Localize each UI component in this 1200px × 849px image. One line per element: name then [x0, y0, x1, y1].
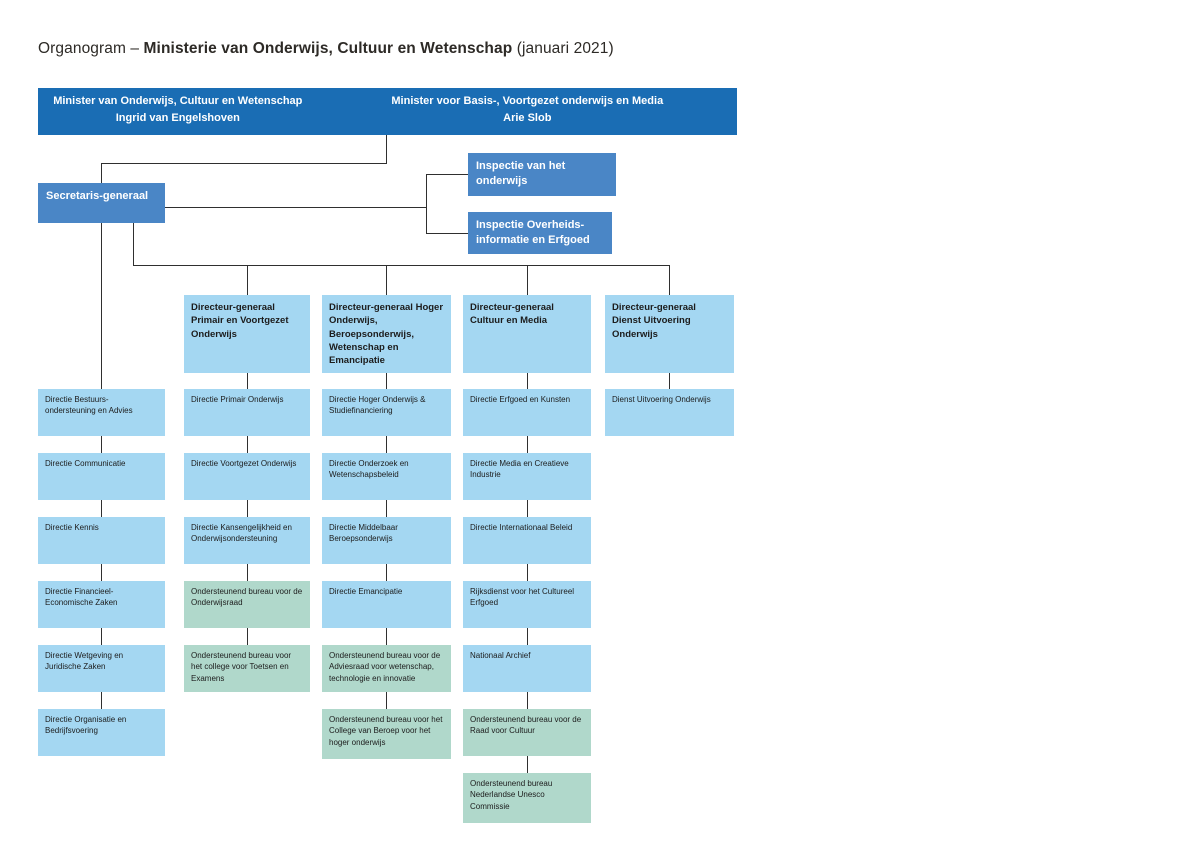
connector-line [386, 436, 387, 453]
org-box-directie-organisatie-en-bedrijfsvoering: Directie Organisatie en Bedrijfsvoering [38, 709, 165, 756]
connector-line [386, 692, 387, 709]
connector-line [426, 174, 468, 175]
connector-line [426, 233, 468, 234]
page-title: Organogram – Ministerie van Onderwijs, C… [38, 40, 614, 58]
org-box-directie-hoger-onderwijs-en-studiefinanciering: Directie Hoger Onderwijs & Studiefinanci… [322, 389, 451, 436]
org-box-dienst-uitvoering-onderwijs: Dienst Uitvoering Onderwijs [605, 389, 734, 436]
connector-line [101, 223, 102, 389]
org-box-bureau-raad-voor-cultuur: Ondersteunend bureau voor de Raad voor C… [463, 709, 591, 756]
org-box-rijksdienst-voor-het-cultureel-erfgoed: Rijksdienst voor het Cultureel Erfgoed [463, 581, 591, 628]
org-box-directie-bestuursondersteuning-en-advies: Directie Bestuurs-ondersteuning en Advie… [38, 389, 165, 436]
page-title-prefix: Organogram – [38, 40, 144, 57]
connector-line [247, 500, 248, 517]
connector-line [386, 500, 387, 517]
page-title-ministry: Ministerie van Onderwijs, Cultuur en Wet… [143, 40, 513, 57]
org-box-directie-wetgeving-en-juridische-zaken: Directie Wetgeving en Juridische Zaken [38, 645, 165, 692]
minister-ocw-block: Minister van Onderwijs, Cultuur en Weten… [38, 93, 318, 135]
connector-line [247, 265, 248, 295]
connector-line [386, 628, 387, 645]
org-box-directie-erfgoed-en-kunsten: Directie Erfgoed en Kunsten [463, 389, 591, 436]
connector-line [527, 500, 528, 517]
connector-line [133, 223, 134, 266]
connector-line [101, 564, 102, 581]
org-box-directie-middelbaar-beroepsonderwijs: Directie Middelbaar Beroepsonderwijs [322, 517, 451, 564]
org-box-bureau-college-van-beroep-hoger-onderwijs: Ondersteunend bureau voor het College va… [322, 709, 451, 759]
org-box-directie-internationaal-beleid: Directie Internationaal Beleid [463, 517, 591, 564]
org-box-directie-kansengelijkheid-en-onderwijsondersteuning: Directie Kansengelijkheid en Onderwijson… [184, 517, 310, 564]
connector-line [527, 436, 528, 453]
page-title-date: (januari 2021) [512, 40, 614, 57]
connector-line [669, 265, 670, 295]
org-box-dg-hoger-onderwijs-beroepsonderwijs-wetenschap-emancipatie: Directeur-generaal Hoger Onderwijs, Bero… [322, 295, 451, 373]
connector-line [101, 436, 102, 453]
minister-bvm-title: Minister voor Basis-, Voortgezet onderwi… [391, 95, 664, 107]
connector-line [247, 628, 248, 645]
org-box-inspectie-overheidsinformatie-en-erfgoed: Inspectie Overheids-informatie en Erfgoe… [468, 212, 612, 254]
org-box-directie-communicatie: Directie Communicatie [38, 453, 165, 500]
minister-bvm-name: Arie Slob [503, 111, 552, 124]
connector-line [527, 564, 528, 581]
minister-ocw-title: Minister van Onderwijs, Cultuur en Weten… [53, 95, 303, 107]
connector-line [133, 265, 670, 266]
connector-line [386, 564, 387, 581]
org-box-directie-onderzoek-en-wetenschapsbeleid: Directie Onderzoek en Wetenschapsbeleid [322, 453, 451, 500]
connector-line [386, 373, 387, 389]
org-box-bureau-adviesraad-wetenschap-technologie-innovatie: Ondersteunend bureau voor de Adviesraad … [322, 645, 451, 692]
ministers-bar: Minister van Onderwijs, Cultuur en Weten… [38, 88, 737, 135]
org-box-directie-voortgezet-onderwijs: Directie Voortgezet Onderwijs [184, 453, 310, 500]
connector-line [101, 500, 102, 517]
connector-line [386, 265, 387, 295]
connector-line [669, 373, 670, 389]
connector-line [101, 163, 102, 184]
org-box-dg-dienst-uitvoering-onderwijs: Directeur-generaal Dienst Uitvoering Ond… [605, 295, 734, 373]
org-box-secretaris-generaal: Secretaris-generaal [38, 183, 165, 223]
connector-line [101, 628, 102, 645]
org-box-bureau-onderwijsraad: Ondersteunend bureau voor de Onderwijsra… [184, 581, 310, 628]
org-box-directie-primair-onderwijs: Directie Primair Onderwijs [184, 389, 310, 436]
connector-line [527, 265, 528, 295]
org-box-directie-emancipatie: Directie Emancipatie [322, 581, 451, 628]
connector-line [247, 564, 248, 581]
connector-line [247, 436, 248, 453]
connector-line [101, 692, 102, 709]
org-box-bureau-nederlandse-unesco-commissie: Ondersteunend bureau Nederlandse Unesco … [463, 773, 591, 823]
org-box-directie-media-en-creatieve-industrie: Directie Media en Creatieve Industrie [463, 453, 591, 500]
connector-line [165, 207, 426, 208]
org-box-dg-primair-en-voortgezet-onderwijs: Directeur-generaal Primair en Voortgezet… [184, 295, 310, 373]
connector-line [426, 174, 427, 234]
org-box-inspectie-van-het-onderwijs: Inspectie van het onderwijs [468, 153, 616, 196]
org-box-directie-kennis: Directie Kennis [38, 517, 165, 564]
connector-line [527, 756, 528, 773]
connector-line [527, 692, 528, 709]
connector-line [101, 163, 387, 164]
org-box-dg-cultuur-en-media: Directeur-generaal Cultuur en Media [463, 295, 591, 373]
connector-line [247, 373, 248, 389]
org-box-directie-financieel-economische-zaken: Directie Financieel-Economische Zaken [38, 581, 165, 628]
connector-line [527, 373, 528, 389]
org-box-bureau-college-voor-toetsen-en-examens: Ondersteunend bureau voor het college vo… [184, 645, 310, 692]
connector-line [386, 135, 387, 164]
minister-bvm-block: Minister voor Basis-, Voortgezet onderwi… [318, 93, 737, 135]
org-box-nationaal-archief: Nationaal Archief [463, 645, 591, 692]
minister-ocw-name: Ingrid van Engelshoven [115, 111, 240, 124]
connector-line [527, 628, 528, 645]
